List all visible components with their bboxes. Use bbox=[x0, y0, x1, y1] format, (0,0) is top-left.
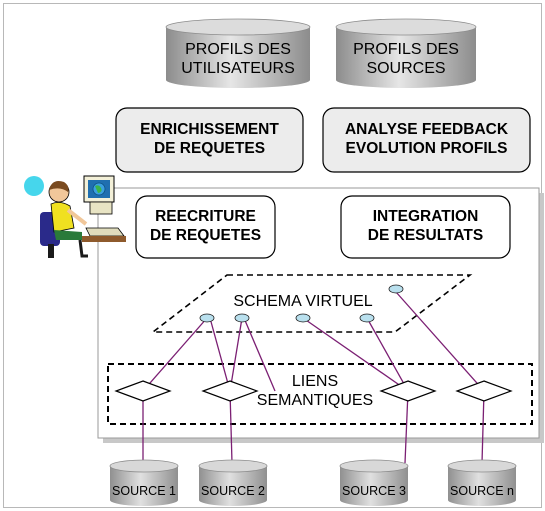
profiles-users-cylinder bbox=[165, 18, 311, 88]
user-at-computer-icon bbox=[24, 175, 126, 258]
semantic-link-diamonds bbox=[114, 380, 513, 402]
integration-box bbox=[340, 195, 511, 259]
schema-nodes bbox=[199, 284, 404, 323]
source-2-label: SOURCE 2 bbox=[201, 484, 265, 498]
source-cylinder-2 bbox=[198, 459, 268, 506]
source-3-label: SOURCE 3 bbox=[342, 484, 406, 498]
profiles-sources-cylinder bbox=[335, 18, 477, 88]
link-lines bbox=[142, 291, 485, 464]
semantic-links-area bbox=[107, 363, 533, 425]
integration-label: INTEGRATION DE RESULTATS bbox=[367, 208, 484, 244]
feedback-label: ANALYSE FEEDBACK EVOLUTION PROFILS bbox=[344, 121, 509, 157]
enrichment-label: ENRICHISSEMENT DE REQUETES bbox=[140, 121, 279, 157]
rewriting-label: REECRITURE DE REQUETES bbox=[149, 208, 262, 244]
source-cylinder-3 bbox=[339, 459, 409, 506]
profiles-users-label: PROFILS DES UTILISATEURS bbox=[181, 41, 295, 78]
source-cylinder-n bbox=[447, 459, 517, 506]
enrichment-box bbox=[115, 107, 304, 173]
feedback-box bbox=[322, 107, 531, 173]
semantic-links-label: LIENS SEMANTIQUES bbox=[256, 373, 374, 410]
virtual-schema-label: SCHEMA VIRTUEL bbox=[233, 293, 373, 310]
source-n-label: SOURCE n bbox=[450, 484, 514, 498]
source-1-label: SOURCE 1 bbox=[112, 484, 176, 498]
profiles-sources-label: PROFILS DES SOURCES bbox=[353, 41, 459, 78]
rewriting-box bbox=[135, 195, 276, 259]
source-cylinder-1 bbox=[109, 459, 179, 506]
